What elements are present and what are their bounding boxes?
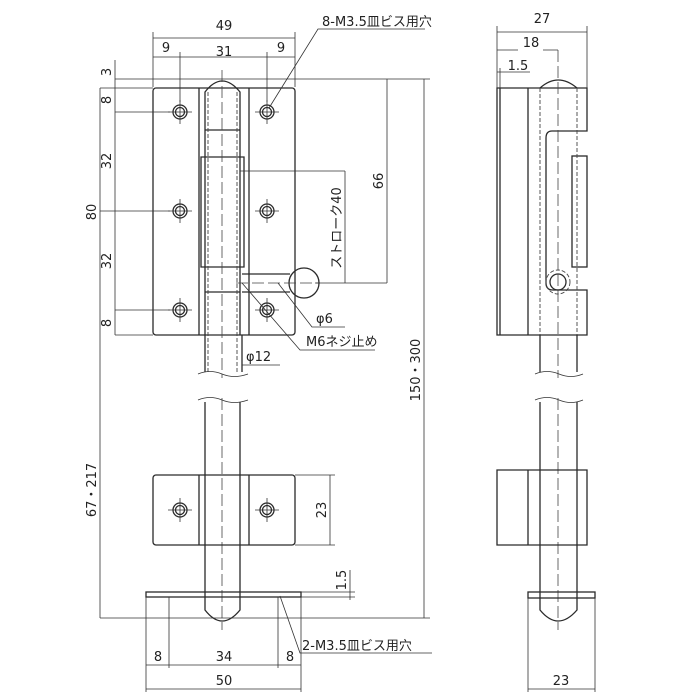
dim-66: 66 [372, 173, 387, 190]
dim-3: 3 [100, 68, 115, 76]
dim-32-upper: 32 [100, 153, 115, 170]
dim-27: 27 [534, 12, 551, 27]
pin-top [204, 80, 241, 335]
guide-bracket [152, 474, 296, 546]
dim-1-5: 1.5 [335, 570, 350, 591]
side-body [496, 87, 588, 336]
dim-8-top: 8 [100, 96, 115, 104]
dim-base-50: 50 [216, 674, 233, 689]
dim-base-34: 34 [216, 650, 233, 665]
note-knob-dia: φ6 [316, 312, 333, 327]
dim-31: 31 [216, 45, 233, 60]
hinge-plate [152, 87, 296, 336]
side-bracket [496, 469, 588, 546]
dim-9-right: 9 [277, 41, 285, 56]
note-base-holes: 2-M3.5皿ビス用穴 [302, 639, 412, 654]
pin-slot [200, 156, 245, 268]
dim-side-23: 23 [553, 674, 570, 689]
dim-base-8-left: 8 [154, 650, 162, 665]
dim-80: 80 [85, 204, 100, 221]
dim-150-300: 150・300 [409, 339, 424, 402]
dim-9-left: 9 [162, 41, 170, 56]
side-view [496, 26, 596, 692]
dim-32-lower: 32 [100, 253, 115, 270]
dim-23: 23 [315, 502, 330, 519]
screw-holes [168, 100, 279, 322]
note-set-screw: M6ネジ止め [306, 335, 378, 350]
side-slot [571, 155, 588, 268]
note-pin-dia: φ12 [246, 350, 271, 365]
dim-side-1-5: 1.5 [508, 59, 529, 74]
side-dimension-labels: 27 18 1.5 23 [508, 12, 570, 689]
base-plate [145, 591, 302, 598]
front-dimension-labels: 49 9 31 9 3 80 8 32 32 8 66 ストローク40 150・… [85, 15, 432, 689]
dim-18: 18 [523, 36, 540, 51]
dim-stroke-40: ストローク40 [330, 187, 345, 269]
note-screw-holes: 8-M3.5皿ビス用穴 [322, 15, 432, 30]
pin-bottom [204, 402, 241, 622]
dim-67-217: 67・217 [85, 463, 100, 517]
front-view [99, 28, 432, 692]
dim-base-8-right: 8 [286, 650, 294, 665]
dim-8-bottom: 8 [100, 319, 115, 327]
dim-49: 49 [216, 19, 233, 34]
leader-screw-holes [268, 28, 425, 109]
side-base-plate [527, 591, 596, 599]
